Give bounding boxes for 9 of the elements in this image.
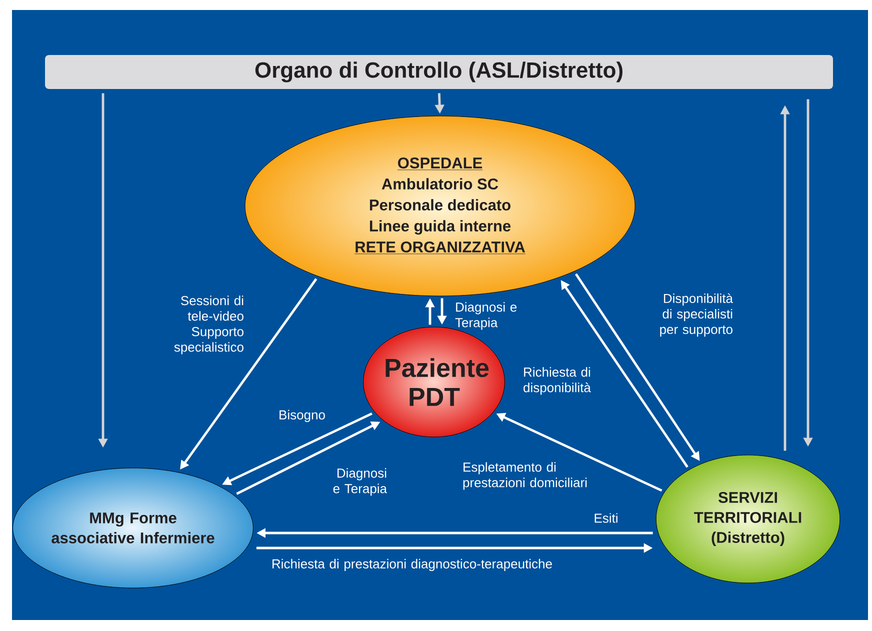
edge-label: Richiesta di prestazioni diagnostico-terapeutiche [272, 558, 552, 572]
edge-label: Esiti [594, 513, 618, 523]
edge-label: Richiesta di disponibilità [524, 367, 591, 395]
edge-label: Espletamento di prestazioni domiciliari [463, 462, 587, 490]
edge-label: Disponibilità di specialisti per supporto [660, 293, 733, 337]
edge-label: Sessioni di tele-video Supporto specialistico [174, 296, 244, 354]
edge-label: Diagnosi e Terapia [333, 468, 387, 496]
edge-label: Bisogno [280, 410, 325, 422]
header-bar: Organo di Controllo (ASL/Distretto) [45, 55, 833, 89]
